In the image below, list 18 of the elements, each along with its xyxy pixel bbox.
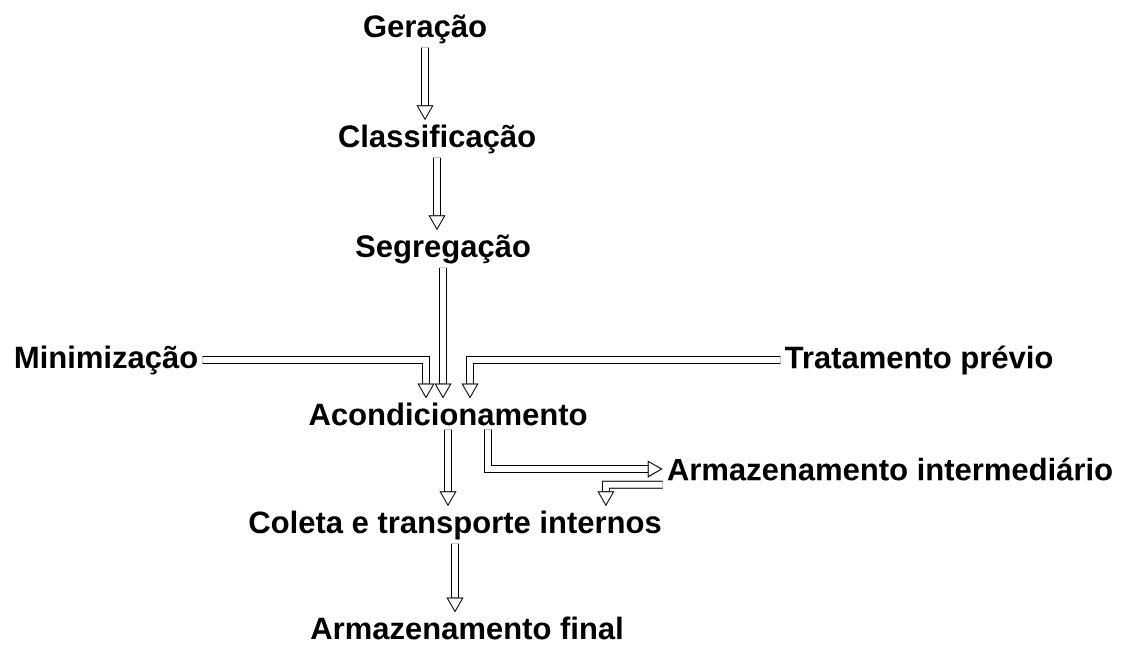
block-arrow	[439, 429, 457, 506]
step-label: Segregação	[356, 234, 530, 264]
step-label: Classificação	[339, 124, 535, 154]
step-label: Tratamento prévio	[785, 345, 1053, 375]
block-arrow	[428, 157, 446, 230]
block-arrow	[202, 356, 435, 398]
step-label: Geração	[364, 14, 486, 44]
block-arrow	[461, 356, 781, 398]
block-arrow	[416, 47, 434, 120]
block-arrow	[484, 429, 663, 478]
step-label: Coleta e transporte internos	[249, 510, 661, 540]
step-label: Acondicionamento	[309, 402, 587, 426]
block-arrow	[434, 267, 452, 398]
step-label: Armazenamento final	[311, 616, 622, 640]
block-arrow	[597, 480, 663, 506]
step-label: Minimização	[15, 345, 197, 375]
step-label: Armazenamento intermediário	[667, 457, 1112, 481]
block-arrow	[446, 543, 464, 612]
